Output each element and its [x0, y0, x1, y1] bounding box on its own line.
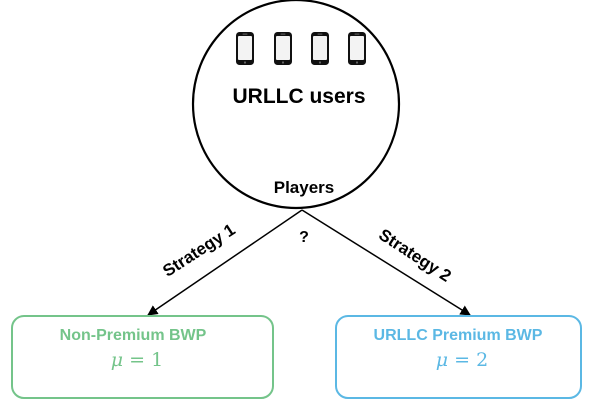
urllc-premium-bwp-frame: [335, 315, 582, 399]
smartphone-icon: [311, 32, 329, 65]
smartphone-icon: [348, 32, 366, 65]
mu-symbol: μ: [111, 349, 123, 371]
mu-equals: =: [123, 349, 151, 371]
urllc-premium-mu-formula: μ = 2: [436, 349, 488, 371]
mu-value: 2: [476, 349, 488, 371]
mu-equals: =: [448, 349, 476, 371]
smartphone-icon: [236, 32, 254, 65]
strategy-1-arrow: [147, 209, 303, 316]
non-premium-bwp-title: Non-Premium BWP: [60, 327, 207, 344]
urllc-premium-bwp-title: URLLC Premium BWP: [374, 327, 543, 344]
mu-value: 1: [151, 349, 163, 371]
urllc-premium-bwp-box: URLLC Premium BWP μ = 2: [335, 315, 582, 399]
strategy-2-label: Strategy 2: [375, 225, 454, 286]
strategy-1-label: Strategy 1: [159, 220, 238, 281]
strategy-2-arrow: [301, 209, 471, 316]
players-label: Players: [274, 178, 335, 197]
non-premium-bwp-box: Non-Premium BWP μ = 1: [11, 315, 274, 399]
urllc-users-label: URLLC users: [232, 85, 365, 108]
mu-symbol: μ: [436, 349, 448, 371]
phone-row: [236, 32, 366, 65]
non-premium-bwp-frame: [11, 315, 274, 399]
non-premium-mu-formula: μ = 1: [111, 349, 163, 371]
smartphone-icon: [274, 32, 292, 65]
decision-mark: ?: [299, 229, 309, 246]
